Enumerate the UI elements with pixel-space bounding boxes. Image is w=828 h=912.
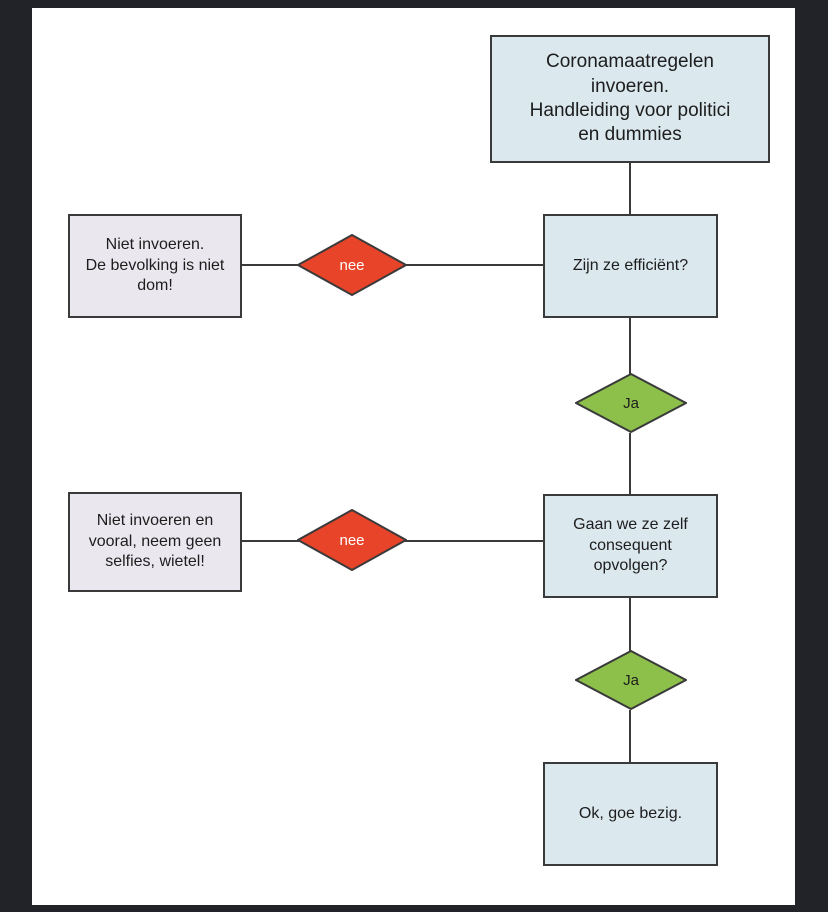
connector-title-to-decision1 (629, 163, 631, 215)
branch-label-ja-1: Ja (623, 394, 639, 412)
node-start-title[interactable]: Coronamaatregelen invoeren. Handleiding … (490, 35, 770, 163)
decision-branch-nee-1[interactable]: nee (297, 234, 407, 296)
diamond-shape-icon (575, 650, 687, 710)
node-outcome-geen-selfies[interactable]: Niet invoeren en vooral, neem geen selfi… (68, 492, 242, 592)
branch-label-nee-2: nee (339, 531, 365, 549)
diamond-shape-icon (575, 373, 687, 433)
diamond-shape-icon (297, 234, 407, 296)
decision-branch-ja-1[interactable]: Ja (575, 373, 687, 433)
connector-yes1-to-decision2 (629, 433, 631, 494)
connector-decision2-to-yes2 (629, 595, 631, 658)
decision-branch-nee-2[interactable]: nee (297, 509, 407, 571)
diamond-shape-icon (297, 509, 407, 571)
decision-branch-ja-2[interactable]: Ja (575, 650, 687, 710)
node-decision-opvolgen[interactable]: Gaan we ze zelf consequent opvolgen? (543, 494, 718, 598)
branch-label-nee-1: nee (339, 256, 365, 274)
node-decision-efficient[interactable]: Zijn ze efficiënt? (543, 214, 718, 318)
branch-label-ja-2: Ja (623, 671, 639, 689)
flowchart-canvas: Coronamaatregelen invoeren. Handleiding … (32, 8, 795, 905)
connector-decision1-to-yes1 (629, 318, 631, 381)
node-end-ok-goe-bezig[interactable]: Ok, goe bezig. (543, 762, 718, 866)
connector-yes2-to-end (629, 710, 631, 764)
node-outcome-niet-invoeren-dom[interactable]: Niet invoeren. De bevolking is niet dom! (68, 214, 242, 318)
